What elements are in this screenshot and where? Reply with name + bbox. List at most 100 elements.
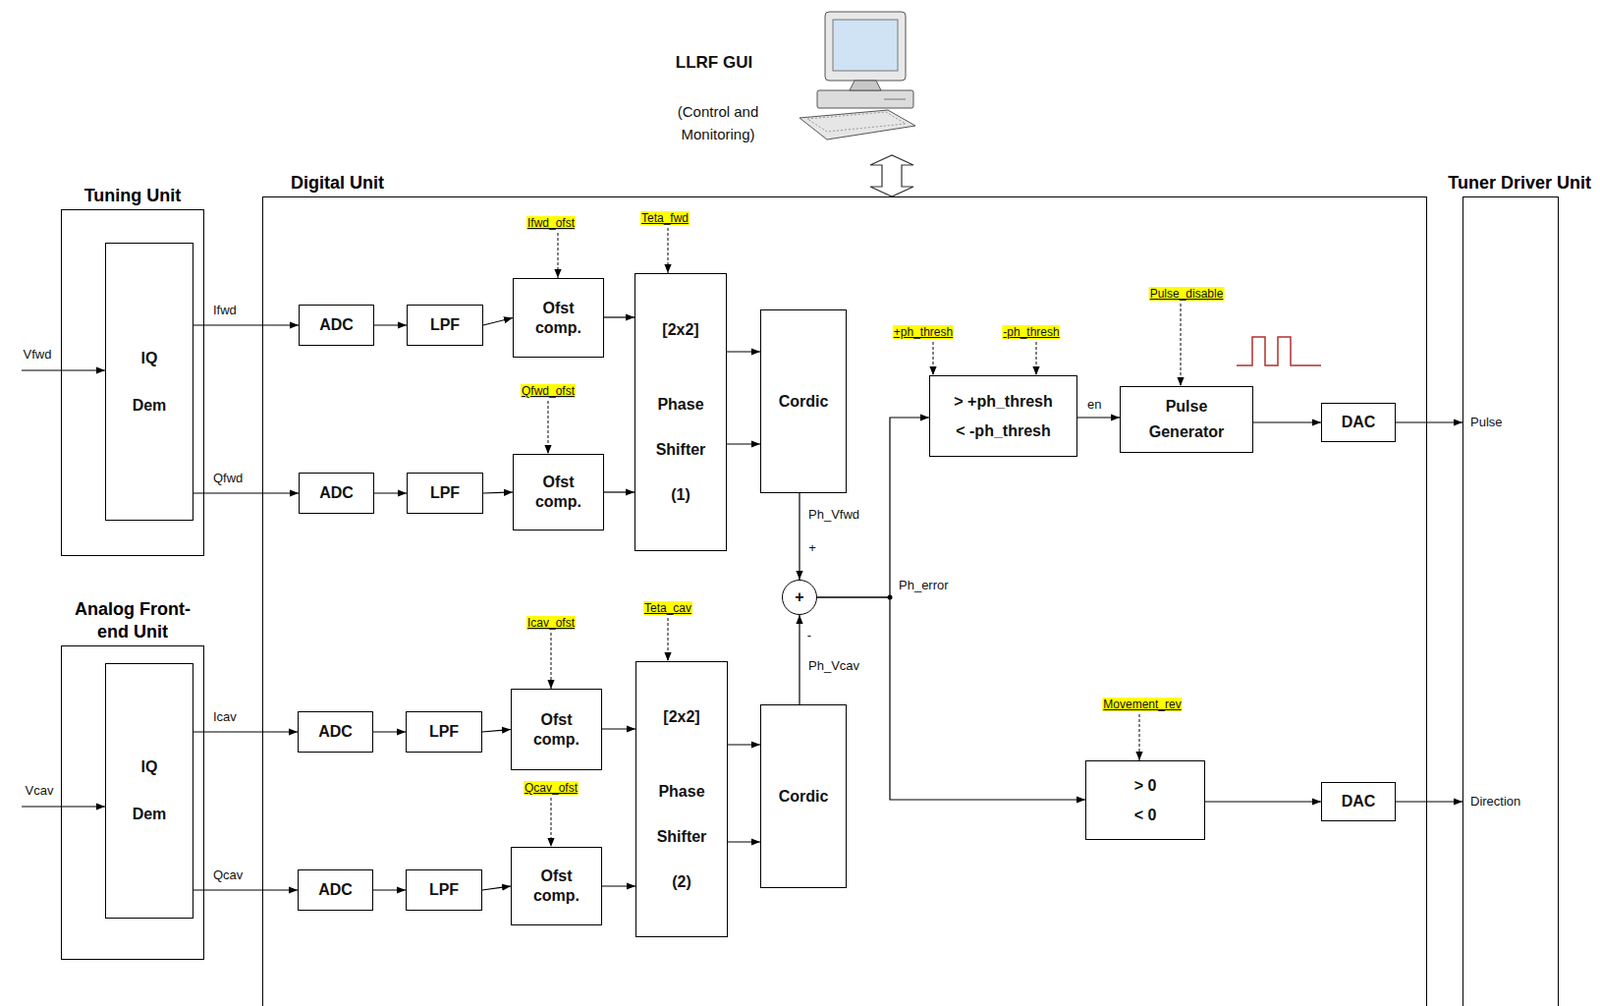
sign-mark: - bbox=[807, 627, 812, 643]
demodulator-box: IQ Dem bbox=[105, 662, 194, 919]
box-text-group: LPF bbox=[430, 315, 460, 335]
box-text-group: IQ Dem bbox=[124, 334, 174, 430]
signal-connector bbox=[604, 316, 635, 318]
box-label: > +ph_thresh bbox=[953, 386, 1052, 417]
phase-shifter-box: [2x2] Phase Shifter (2) bbox=[635, 661, 728, 938]
box-label: IQ Dem bbox=[124, 334, 174, 430]
dac-box: DAC bbox=[1321, 781, 1396, 822]
parameter-name: -ph_thresh bbox=[1001, 325, 1060, 339]
signal-connector bbox=[1395, 800, 1463, 802]
signal-name: en bbox=[1086, 396, 1103, 412]
signal-connector bbox=[1077, 416, 1120, 418]
signal-name: Ph_Vfwd bbox=[807, 506, 861, 522]
box-label: Ofst comp. bbox=[529, 472, 589, 512]
box-label: Cordic bbox=[778, 786, 829, 807]
unit-heading: Analog Front-end Unit bbox=[68, 598, 197, 643]
box-label: Phase Shifter (2) bbox=[647, 769, 717, 905]
unit-box: Tuner Driver Unit bbox=[1462, 196, 1559, 1006]
signal-name: Icav bbox=[212, 709, 238, 724]
filter-box: LPF bbox=[406, 472, 484, 514]
input-wire bbox=[21, 369, 106, 371]
parameter-name: Qfwd_ofst bbox=[520, 384, 576, 398]
signal-connector bbox=[726, 350, 761, 352]
parameter-name: Ifwd_ofst bbox=[526, 216, 576, 230]
box-text-group: LPF bbox=[429, 721, 459, 742]
box-label: > 0 bbox=[1134, 771, 1158, 801]
parameter-arrow bbox=[1179, 303, 1181, 387]
parameter-arrow bbox=[547, 400, 549, 454]
signal-connector bbox=[482, 885, 511, 890]
signal-connector bbox=[482, 729, 511, 733]
computer-icon bbox=[799, 11, 916, 140]
parameter-arrow bbox=[556, 232, 558, 278]
signal-name: Qfwd bbox=[212, 470, 244, 486]
unit-heading: Tuning Unit bbox=[44, 184, 221, 208]
box-label: [2x2] bbox=[662, 307, 699, 353]
system-title: LLRF GUI bbox=[675, 53, 753, 73]
parameter-name: Movement_rev bbox=[1102, 697, 1182, 712]
cordic-box: Cordic bbox=[760, 309, 847, 494]
signal-connector bbox=[374, 492, 407, 494]
threshold-box: > +ph_thresh< -ph_thresh bbox=[929, 375, 1078, 457]
box-label: [2x2] bbox=[662, 694, 700, 740]
box-label: + bbox=[794, 587, 804, 607]
comparator-box: > 0< 0 bbox=[1085, 760, 1206, 840]
box-label: Ofst comp. bbox=[527, 710, 587, 750]
parameter-name: Icav_ofst bbox=[526, 615, 576, 630]
box-label: DAC bbox=[1341, 412, 1377, 433]
signal-connector bbox=[373, 730, 406, 732]
parameter-arrow bbox=[666, 227, 668, 274]
signal-name: Ifwd bbox=[212, 302, 238, 318]
box-label: Phase Shifter (1) bbox=[646, 382, 716, 518]
signal-connector bbox=[373, 888, 406, 890]
signal-connector bbox=[483, 318, 513, 327]
offset-box: Ofst comp. bbox=[510, 688, 603, 771]
box-text-group: ADC bbox=[318, 721, 353, 742]
box-label: Cordic bbox=[778, 391, 829, 412]
parameter-arrow bbox=[550, 797, 552, 847]
box-text-group: Cordic bbox=[778, 391, 829, 412]
signal-connector bbox=[727, 840, 761, 842]
box-text-group: [2x2] Phase Shifter (2) bbox=[647, 694, 717, 905]
box-label: < 0 bbox=[1134, 800, 1158, 830]
box-label: ADC bbox=[319, 483, 354, 503]
pulse-waveform bbox=[1236, 336, 1322, 366]
signal-connector bbox=[1205, 800, 1322, 802]
box-text-group: DAC bbox=[1341, 412, 1377, 433]
box-text-group: Pulse Generator bbox=[1140, 393, 1234, 444]
signal-name: Ph_Vcav bbox=[807, 658, 861, 673]
box-text-group: Ofst comp. bbox=[527, 710, 587, 750]
filter-box: LPF bbox=[405, 869, 483, 911]
box-label: DAC bbox=[1341, 791, 1377, 812]
signal-connector bbox=[604, 491, 635, 493]
unit-heading: Tuner Driver Unit bbox=[1447, 171, 1592, 195]
signal-connector bbox=[798, 493, 800, 580]
adc-box: ADC bbox=[297, 869, 374, 911]
offset-box: Ofst comp. bbox=[510, 846, 603, 926]
summing-junction: + bbox=[781, 579, 818, 615]
unit-heading: Digital Unit bbox=[290, 171, 385, 195]
signal-connector bbox=[727, 743, 761, 745]
box-label: ADC bbox=[318, 721, 353, 742]
dac-box: DAC bbox=[1321, 402, 1396, 442]
box-label: ADC bbox=[319, 315, 354, 335]
signal-connector bbox=[602, 884, 636, 886]
parameter-arrow bbox=[550, 632, 552, 689]
box-text-group: ADC bbox=[319, 483, 354, 503]
box-text-group: ADC bbox=[318, 880, 353, 900]
box-text-group: ADC bbox=[319, 315, 354, 335]
demodulator-box: IQ Dem bbox=[105, 242, 194, 521]
unit-box: Analog Front-end UnitIQ Dem bbox=[60, 645, 205, 960]
signal-connector bbox=[193, 888, 298, 890]
box-label: ADC bbox=[318, 880, 353, 900]
signal-name: Vfwd bbox=[23, 346, 53, 362]
box-text-group: > 0< 0 bbox=[1134, 771, 1158, 830]
signal-connector bbox=[374, 324, 407, 326]
parameter-name: Qcav_ofst bbox=[523, 780, 579, 795]
system-subtitle: (Control and Monitoring) bbox=[662, 101, 773, 146]
junction-dot bbox=[887, 595, 893, 601]
cordic-box: Cordic bbox=[760, 704, 847, 888]
phase-shifter-box: [2x2] Phase Shifter (1) bbox=[634, 273, 727, 552]
box-label: LPF bbox=[430, 483, 460, 503]
sign-mark: + bbox=[808, 540, 817, 555]
